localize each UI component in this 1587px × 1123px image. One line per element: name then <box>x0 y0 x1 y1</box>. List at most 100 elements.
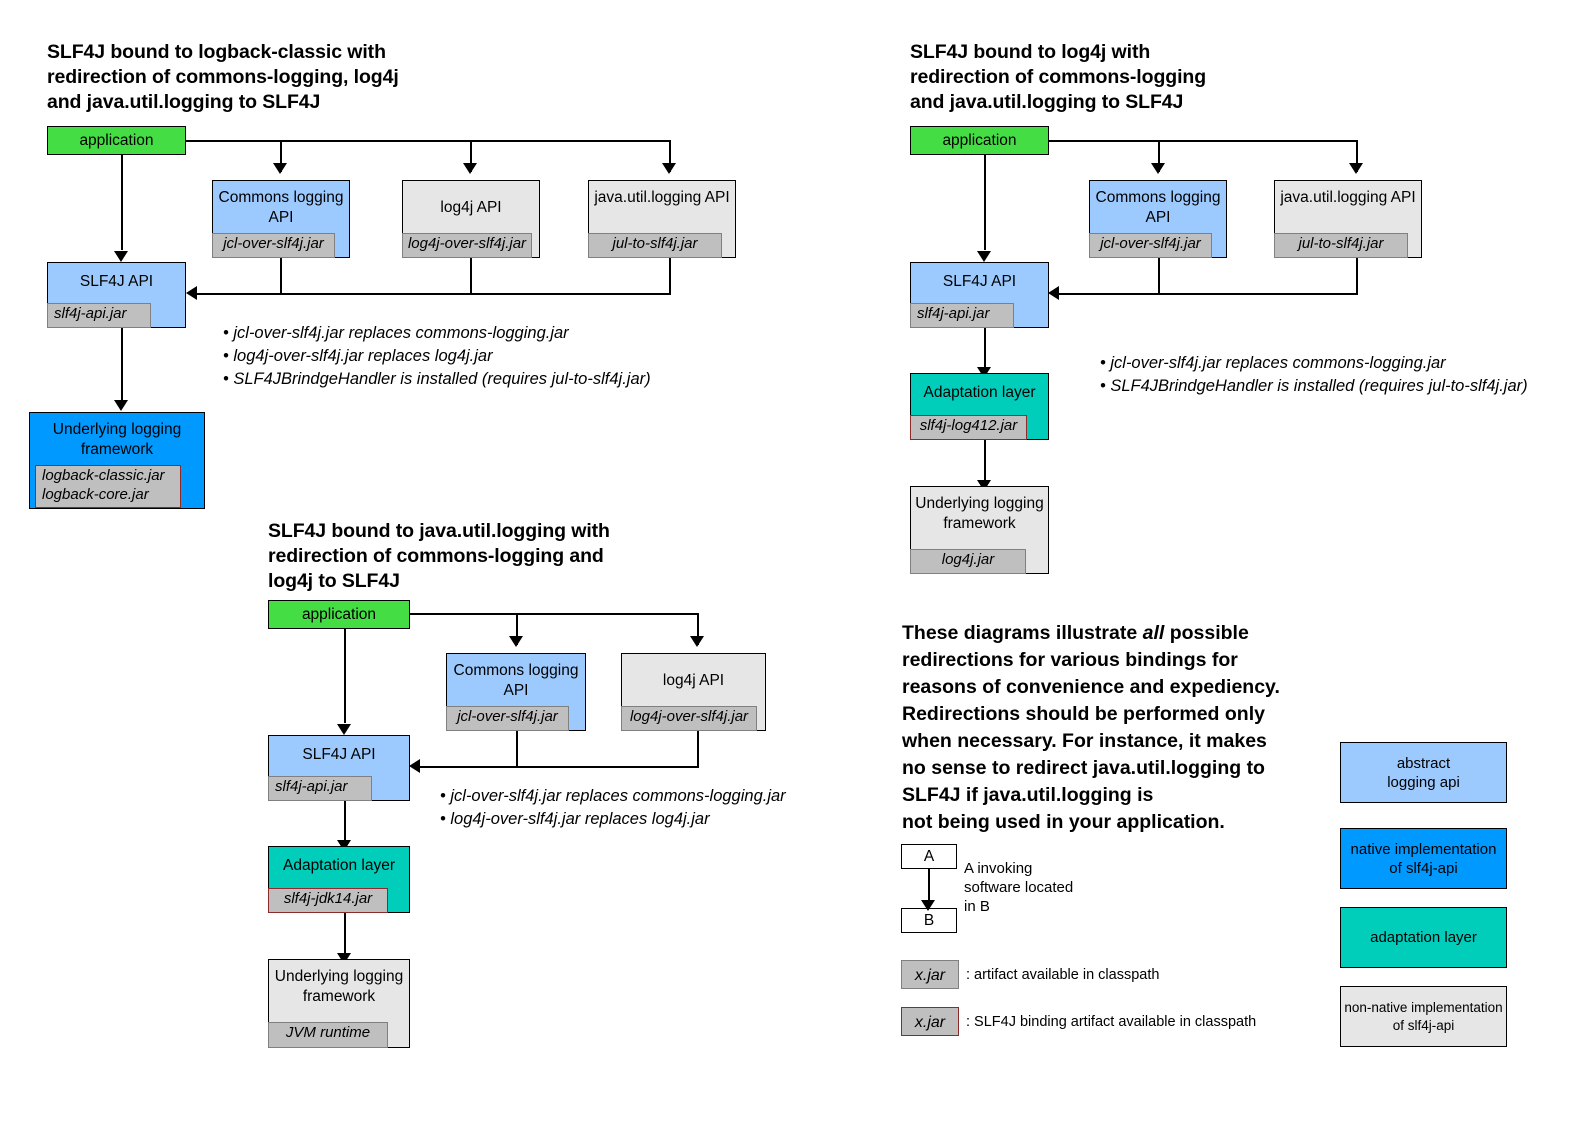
d1-node-jul-api[interactable]: java.util.logging API jul-to-slf4j.jar <box>588 180 736 258</box>
d1-log4japi-jar[interactable]: log4j-over-slf4j.jar <box>402 233 532 258</box>
d3-commons-jar[interactable]: jcl-over-slf4j.jar <box>446 706 569 731</box>
d1-node-slf4j-api[interactable]: SLF4J API slf4j-api.jar <box>47 262 186 328</box>
d2-arrowhead-app-to-commons <box>1151 163 1165 174</box>
d2-commons-label: Commons logging API <box>1095 189 1221 226</box>
d2-underlying-jar[interactable]: log4j.jar <box>910 549 1026 574</box>
d1-underlying-jar[interactable]: logback-classic.jar logback-core.jar <box>35 465 181 508</box>
d1-note-3: • SLF4JBrindgeHandler is installed (requ… <box>223 370 651 388</box>
arrowhead-app-to-slf4japi <box>114 251 128 262</box>
legend-swatch-adaptation-layer: adaptation layer <box>1340 907 1507 968</box>
legend-arrowhead-a-to-b <box>921 900 935 911</box>
d2-node-adaptation-layer[interactable]: Adaptation layer slf4j-log412.jar <box>910 373 1049 440</box>
legend-invoke-caption: A invoking software located in B <box>964 860 1074 915</box>
d1-node-commons-logging-api[interactable]: Commons logging API jcl-over-slf4j.jar <box>212 180 350 258</box>
d2-jul-jar[interactable]: jul-to-slf4j.jar <box>1274 233 1408 258</box>
explanation-part2: possible redirections for various bindin… <box>902 622 1280 833</box>
d3-connector-app-bus <box>409 613 699 615</box>
connector-app-bus <box>186 140 671 142</box>
connector-slf4japi-to-underlying <box>121 328 123 404</box>
d3-node-application[interactable]: application <box>268 600 410 629</box>
legend-box-a-label: A <box>923 848 935 865</box>
d3-arrowhead-return-slf4japi <box>409 759 420 773</box>
d2-note-2: • SLF4JBrindgeHandler is installed (requ… <box>1100 377 1528 395</box>
d3-connector-log4j-down <box>697 731 699 767</box>
d2-adaptation-label: Adaptation layer <box>923 384 1036 401</box>
d3-adaptation-jar[interactable]: slf4j-jdk14.jar <box>268 888 388 913</box>
d2-connector-slf4japi-to-adapt <box>984 328 986 371</box>
d2-arrowhead-return-slf4japi <box>1048 286 1059 300</box>
connector-app-to-log4j <box>470 140 472 172</box>
d2-node-slf4j-api[interactable]: SLF4J API slf4j-api.jar <box>910 262 1049 328</box>
d1-underlying-label: Underlying logging framework <box>52 421 182 458</box>
connector-commons-down <box>280 258 282 294</box>
d1-slf4japi-label: SLF4J API <box>79 273 154 290</box>
d2-node-commons-logging-api[interactable]: Commons logging API jcl-over-slf4j.jar <box>1089 180 1227 258</box>
d1-node-application[interactable]: application <box>47 126 186 155</box>
arrowhead-app-to-log4j <box>463 163 477 174</box>
d2-connector-jul-down <box>1356 258 1358 294</box>
d1-jul-jar[interactable]: jul-to-slf4j.jar <box>588 233 722 258</box>
legend-swatch-non-native-implementation: non-native implementation of slf4j-api <box>1340 986 1507 1047</box>
d3-node-underlying-framework[interactable]: Underlying logging framework JVM runtime <box>268 959 410 1048</box>
connector-return-bus <box>196 293 671 295</box>
d3-connector-app-to-slf4japi <box>344 625 346 723</box>
d3-node-slf4j-api[interactable]: SLF4J API slf4j-api.jar <box>268 735 410 801</box>
legend-swatch-native-implementation: native implementation of slf4j-api <box>1340 828 1507 889</box>
legend-swatch-native-label: native implementation of slf4j-api <box>1350 840 1497 877</box>
d3-commons-label: Commons logging API <box>453 662 579 699</box>
d1-note-2: • log4j-over-slf4j.jar replaces log4j.ja… <box>223 347 493 365</box>
d3-arrowhead-slf4japi-to-adapt <box>337 840 351 851</box>
d2-connector-app-bus <box>1048 140 1358 142</box>
d3-connector-commons-down <box>516 731 518 767</box>
d3-log4japi-label: log4j API <box>662 672 725 689</box>
d3-slf4japi-label: SLF4J API <box>302 746 376 763</box>
d1-application-label: application <box>79 132 154 149</box>
legend-swatch-adaptation-label: adaptation layer <box>1370 929 1477 946</box>
d2-commons-jar[interactable]: jcl-over-slf4j.jar <box>1089 233 1212 258</box>
d1-note-1: • jcl-over-slf4j.jar replaces commons-lo… <box>223 324 569 342</box>
d1-commons-jar[interactable]: jcl-over-slf4j.jar <box>212 233 335 258</box>
d3-application-label: application <box>301 606 377 623</box>
d3-connector-slf4japi-to-adapt <box>344 801 346 844</box>
connector-app-to-slf4japi <box>121 152 123 250</box>
d1-node-log4j-api[interactable]: log4j API log4j-over-slf4j.jar <box>402 180 540 258</box>
d3-node-adaptation-layer[interactable]: Adaptation layer slf4j-jdk14.jar <box>268 846 410 913</box>
connector-app-to-jul <box>669 140 671 172</box>
legend-swatch-abstract-logging-api: abstract logging api <box>1340 742 1507 803</box>
arrowhead-return-slf4japi <box>186 286 197 300</box>
legend-jar-plain: x.jar <box>901 960 959 989</box>
d1-slf4japi-jar[interactable]: slf4j-api.jar <box>47 303 151 328</box>
legend-jar-binding-caption: : SLF4J binding artifact available in cl… <box>966 1014 1257 1030</box>
legend-box-b-label: B <box>923 912 935 929</box>
arrowhead-app-to-jul <box>662 163 676 174</box>
d2-connector-adapt-to-underlying <box>984 440 986 484</box>
d2-node-underlying-framework[interactable]: Underlying logging framework log4j.jar <box>910 486 1049 574</box>
legend-connector-a-to-b <box>928 869 930 904</box>
legend-jar-plain-caption: : artifact available in classpath <box>966 967 1160 983</box>
d3-arrowhead-adapt-to-underlying <box>337 953 351 964</box>
d1-node-underlying-framework[interactable]: Underlying logging framework logback-cla… <box>29 412 205 509</box>
diagram3-title: SLF4J bound to java.util.logging with re… <box>268 520 610 592</box>
d3-node-log4j-api[interactable]: log4j API log4j-over-slf4j.jar <box>621 653 766 731</box>
d3-slf4japi-jar[interactable]: slf4j-api.jar <box>268 776 372 801</box>
legend-box-a: A <box>901 844 957 869</box>
diagram2-title: SLF4J bound to log4j with redirection of… <box>910 41 1207 113</box>
legend-jar-binding: x.jar <box>901 1007 959 1036</box>
d2-node-application[interactable]: application <box>910 126 1049 155</box>
d3-note-1: • jcl-over-slf4j.jar replaces commons-lo… <box>440 787 786 805</box>
explanation-paragraph: These diagrams illustrate all possible r… <box>902 620 1352 836</box>
connector-app-to-commons <box>280 140 282 172</box>
d3-adaptation-label: Adaptation layer <box>282 857 396 874</box>
d1-log4japi-label: log4j API <box>440 199 502 216</box>
d2-node-jul-api[interactable]: java.util.logging API jul-to-slf4j.jar <box>1274 180 1422 258</box>
d3-underlying-jar[interactable]: JVM runtime <box>268 1022 388 1048</box>
d3-log4japi-jar[interactable]: log4j-over-slf4j.jar <box>621 706 757 731</box>
d2-arrowhead-app-to-jul <box>1349 163 1363 174</box>
d1-commons-label: Commons logging API <box>218 189 344 226</box>
d2-slf4japi-jar[interactable]: slf4j-api.jar <box>910 303 1014 328</box>
diagram1-title: SLF4J bound to logback-classic with redi… <box>47 41 399 113</box>
d3-node-commons-logging-api[interactable]: Commons logging API jcl-over-slf4j.jar <box>446 653 586 731</box>
d2-adaptation-jar[interactable]: slf4j-log412.jar <box>910 415 1027 440</box>
explanation-emphasis: all <box>1142 622 1165 644</box>
d3-connector-app-to-commons <box>516 613 518 645</box>
